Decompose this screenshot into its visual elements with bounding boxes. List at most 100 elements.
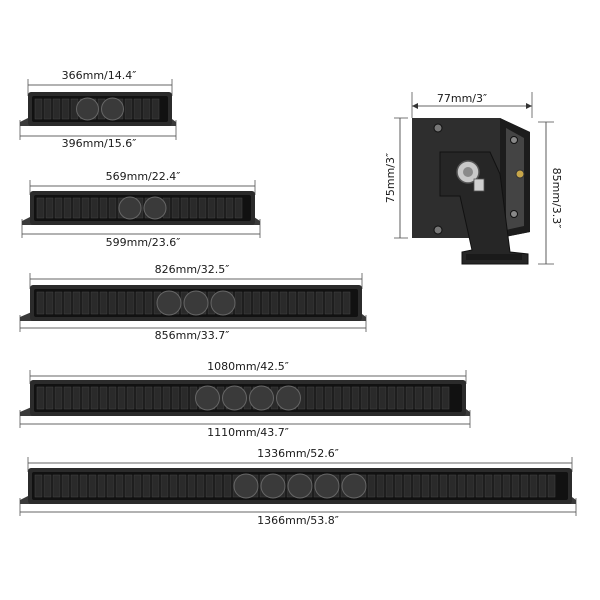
bar-3-led-cell <box>261 291 270 315</box>
bar-3-center-lens <box>156 290 182 316</box>
bar-4-led-cell <box>315 386 324 410</box>
housing-bolt-top-left <box>433 123 443 133</box>
bar-5-led-cell <box>394 474 403 498</box>
bar-3-led-cell <box>324 291 333 315</box>
bar-5-led-cell <box>133 474 142 498</box>
light-bars-group <box>19 79 577 516</box>
bar-3-led-cell <box>126 291 135 315</box>
bar-5-led-cell <box>466 474 475 498</box>
side-height-label: 75mm/3″ <box>384 153 397 203</box>
bar-5-led-cell <box>169 474 178 498</box>
bar-4-led-cell <box>369 386 378 410</box>
bar-4-led-cell <box>153 386 162 410</box>
bar-5-led-cell <box>385 474 394 498</box>
bar-4-led-cell <box>342 386 351 410</box>
bar-4-led-cell <box>180 386 189 410</box>
bar-3-led-cell <box>315 291 324 315</box>
bar-4-led-cell <box>378 386 387 410</box>
bar-1-led-cell <box>142 98 151 120</box>
bar-1-led-cell <box>133 98 142 120</box>
bar-5-led-cell <box>484 474 493 498</box>
bar-2-led-cell <box>63 197 72 219</box>
bar-1-led-cell <box>61 98 70 120</box>
bar-3-led-cell <box>99 291 108 315</box>
bar-5-led-cell <box>124 474 133 498</box>
bar-3-led-cell <box>252 291 261 315</box>
side-total-height-label: 85mm/3.3″ <box>550 168 563 229</box>
bar-5-led-cell <box>448 474 457 498</box>
bar-4-led-cell <box>306 386 315 410</box>
bar-5-led-cell <box>475 474 484 498</box>
bar-2-led-cell <box>225 197 234 219</box>
bar-2-led-cell <box>45 197 54 219</box>
housing-bolt-bottom-right <box>510 210 518 218</box>
bar-5-led-cell <box>511 474 520 498</box>
bar-3-led-cell <box>342 291 351 315</box>
bar-5-led-cell <box>205 474 214 498</box>
bar-4-led-cell <box>36 386 45 410</box>
bar-2-led-cell <box>207 197 216 219</box>
side-width-arrow-right <box>526 103 532 109</box>
bar-3-led-cell <box>108 291 117 315</box>
bar-5-led-cell <box>34 474 43 498</box>
bar-1-center-lens <box>101 97 124 121</box>
bar-4-led-cell <box>441 386 450 410</box>
bar-4-led-cell <box>126 386 135 410</box>
housing-bolt-bottom-left <box>433 225 443 235</box>
bar-4-led-cell <box>63 386 72 410</box>
bar-4-led-cell <box>171 386 180 410</box>
bar-2-led-cell <box>90 197 99 219</box>
bar-5-led-cell <box>376 474 385 498</box>
bar-5-led-cell <box>538 474 547 498</box>
bar-4-led-cell <box>432 386 441 410</box>
bar-4-led-cell <box>360 386 369 410</box>
bar-4-center-lens <box>222 385 247 411</box>
bar-3-led-cell <box>63 291 72 315</box>
housing-lens-rim <box>506 128 524 230</box>
bar-5-center-lens <box>233 473 259 499</box>
bar-4-led-cell <box>54 386 63 410</box>
bar-2-led-cell <box>72 197 81 219</box>
bar-4-led-cell <box>333 386 342 410</box>
bar-3-led-cell <box>54 291 63 315</box>
bar-4-led-cell <box>72 386 81 410</box>
bar-4-center-lens <box>249 385 274 411</box>
bar-2-led-cell <box>198 197 207 219</box>
bar-5-led-cell <box>223 474 232 498</box>
bar-5-led-cell <box>412 474 421 498</box>
bar-5-led-cell <box>187 474 196 498</box>
bar-5-led-cell <box>97 474 106 498</box>
bar-5-led-cell <box>79 474 88 498</box>
bar-5-led-cell <box>142 474 151 498</box>
bar-2-led-cell <box>234 197 243 219</box>
bar-5-led-cell <box>529 474 538 498</box>
bar-1-led-cell <box>151 98 160 120</box>
bar-3-led-cell <box>333 291 342 315</box>
bar-2-led-cell <box>99 197 108 219</box>
bar-3-led-cell <box>243 291 252 315</box>
bar-5-led-cell <box>502 474 511 498</box>
bar-4-led-cell <box>414 386 423 410</box>
bar-4-inner-label: 1080mm/42.5″ <box>207 360 289 373</box>
bar-1-led-cell <box>124 98 133 120</box>
bar-4-led-cell <box>90 386 99 410</box>
housing-bolt-top-right <box>510 136 518 144</box>
bar-5-inner-label: 1336mm/52.6″ <box>257 447 339 460</box>
side-width-arrow-left <box>412 103 418 109</box>
bar-1-led-cell <box>43 98 52 120</box>
bar-4-led-cell <box>144 386 153 410</box>
bar-5-outer-label: 1366mm/53.8″ <box>257 514 339 527</box>
bar-5-led-cell <box>196 474 205 498</box>
bar-5-led-cell <box>520 474 529 498</box>
bar-3-led-cell <box>45 291 54 315</box>
bar-4-led-cell <box>99 386 108 410</box>
bar-3-led-cell <box>297 291 306 315</box>
bar-2-led-cell <box>189 197 198 219</box>
bar-2-inner-label: 569mm/22.4″ <box>106 170 181 183</box>
bar-5-led-cell <box>367 474 376 498</box>
bar-3-led-cell <box>90 291 99 315</box>
bar-5-led-cell <box>70 474 79 498</box>
bar-2-center-lens <box>143 196 167 220</box>
bar-4-led-cell <box>162 386 171 410</box>
bar-2-led-cell <box>108 197 117 219</box>
